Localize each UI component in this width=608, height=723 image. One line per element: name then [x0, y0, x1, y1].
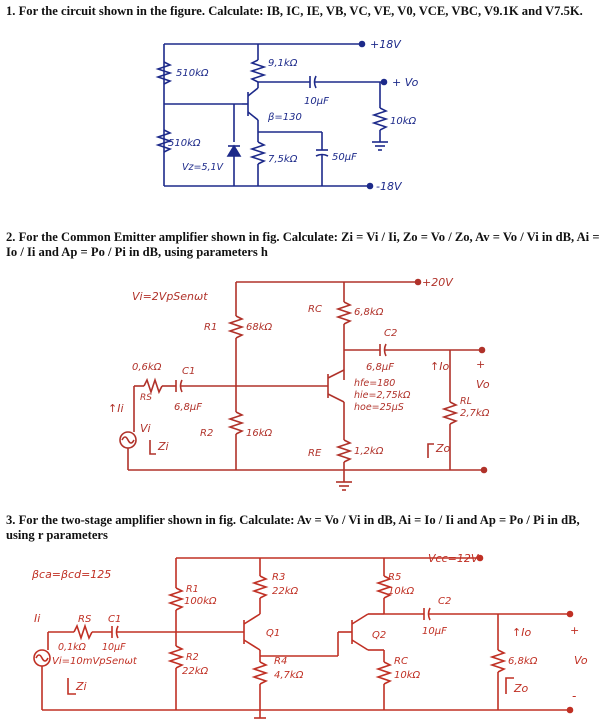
c3-r1-val: 100kΩ [184, 596, 217, 607]
c3-r4: R4 [274, 656, 287, 667]
c3-r1: R1 [186, 584, 199, 595]
c3-r4-val: 4,7kΩ [274, 670, 304, 681]
c1-r9-1: 9,1kΩ [268, 58, 298, 69]
c1-vz: Vz=5,1V [182, 162, 225, 173]
c1-r10: 10kΩ [390, 116, 417, 127]
c2-rc-val: 6,8kΩ [354, 307, 384, 318]
c3-rs: RS [78, 614, 92, 625]
circuit-1-diagram: +18V -18V 510kΩ 9,1kΩ 10µF + Vo β=130 10… [155, 38, 419, 193]
c3-vcc: Vcc=12V [428, 552, 480, 565]
c3-plus: + [570, 624, 579, 637]
c3-minus: - [572, 689, 576, 703]
problem-1-title: 1. For the circuit shown in the figure. … [6, 4, 583, 18]
c3-q1: Q1 [266, 628, 280, 639]
c3-r5: R5 [388, 572, 401, 583]
c2-rs: RS [140, 393, 152, 403]
c2-io: ↑Io [430, 360, 449, 373]
c2-hie: hie=2,75kΩ [354, 390, 411, 401]
c1-beta: β=130 [267, 112, 302, 123]
c2-vi: Vi [140, 422, 151, 435]
c2-r1-val: 68kΩ [246, 322, 273, 333]
c3-rs-val: 0,1kΩ [58, 642, 87, 653]
c3-r2: R2 [186, 652, 199, 663]
c3-q2: Q2 [372, 630, 386, 641]
circuit-2-diagram: +20V Vi=2VpSenωt RC 6,8kΩ R1 68kΩ C2 6,8… [108, 276, 490, 491]
c2-zo: Zo [435, 442, 451, 455]
c3-r3-val: 22kΩ [272, 586, 299, 597]
c2-rs-val: 0,6kΩ [132, 362, 162, 373]
c2-c1: C1 [182, 366, 195, 377]
c2-c2-val: 6,8µF [366, 362, 394, 373]
c3-zo: Zo [513, 682, 529, 695]
c3-zi: Zi [75, 680, 87, 693]
c3-r2-val: 22kΩ [182, 666, 209, 677]
c1-cap50: 50µF [332, 152, 357, 163]
c3-c2: C2 [438, 596, 451, 607]
c1-vplus: +18V [370, 38, 402, 51]
c3-r6: RC [394, 656, 408, 667]
c2-vo: Vo [476, 378, 490, 391]
c2-ii: ↑Ii [108, 402, 124, 415]
c2-hoe: hoe=25µS [354, 402, 404, 413]
c2-vi-source: Vi=2VpSenωt [132, 290, 208, 303]
problem-2-title: 2. For the Common Emitter amplifier show… [6, 230, 600, 259]
c2-r1: R1 [204, 322, 217, 333]
c2-re: RE [308, 448, 322, 459]
c1-r7-5: 7,5kΩ [268, 154, 298, 165]
c2-r2: R2 [200, 428, 213, 439]
circuit-3-diagram: Vcc=12V βca=βcd=125 R1 100kΩ R3 22kΩ R5 … [31, 552, 588, 719]
c1-vo: + Vo [392, 76, 419, 89]
c3-c1: C1 [108, 614, 121, 625]
c1-r510-top: 510kΩ [176, 68, 209, 79]
c1-vminus: -18V [376, 180, 403, 193]
c3-vi-source: Vi=10mVpSenωt [52, 656, 138, 667]
c3-io: ↑Io [512, 626, 531, 639]
problem-3-title: 3. For the two-stage amplifier shown in … [6, 513, 580, 542]
c3-r6-val: 10kΩ [394, 670, 421, 681]
c2-hfe: hfe=180 [354, 378, 395, 389]
c2-rl: RL [460, 396, 472, 407]
c2-c2: C2 [384, 328, 397, 339]
c3-ii: Ii [34, 612, 40, 625]
c3-beta: βca=βcd=125 [31, 568, 111, 581]
c2-plus: + [476, 358, 485, 371]
c2-r2-val: 16kΩ [246, 428, 273, 439]
c3-r3: R3 [272, 572, 285, 583]
c3-vo: Vo [574, 654, 588, 667]
c2-rl-val: 2,7kΩ [460, 408, 490, 419]
c2-re-val: 1,2kΩ [354, 446, 384, 457]
c3-rl-val: 6,8kΩ [508, 656, 538, 667]
c1-cap10: 10µF [304, 96, 329, 107]
c2-c1-val: 6,8µF [174, 402, 202, 413]
c3-c1-val: 10µF [102, 642, 126, 653]
c3-r5-val: 10kΩ [388, 586, 415, 597]
c1-r510-bot: 510kΩ [168, 138, 201, 149]
c3-c2-val: 10µF [422, 626, 447, 637]
c2-zi: Zi [157, 440, 169, 453]
c2-vcc: +20V [422, 276, 454, 289]
c2-rc: RC [308, 304, 322, 315]
